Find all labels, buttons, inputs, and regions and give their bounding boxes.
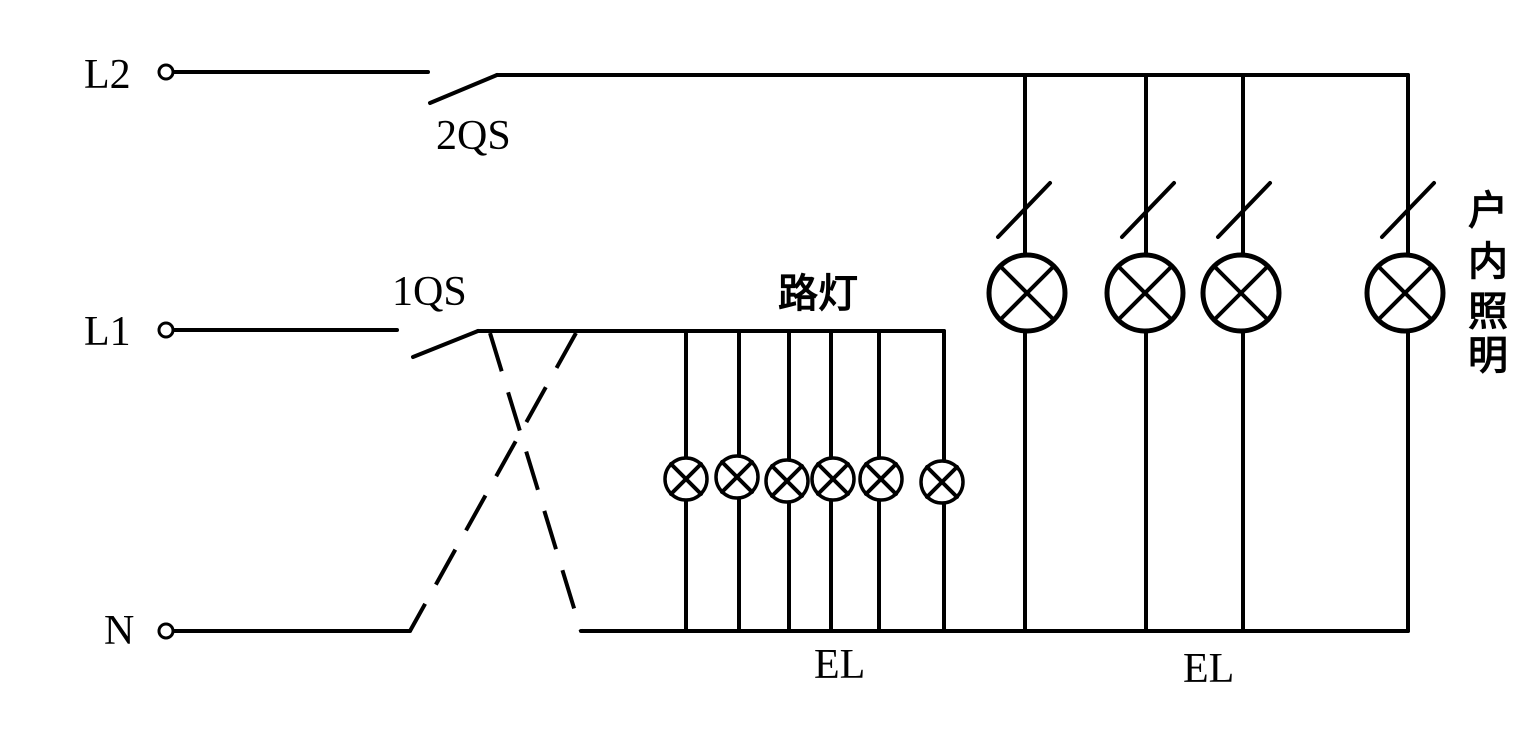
indoor-switch	[1380, 181, 1436, 239]
street-lamp-el-label: EL	[814, 642, 865, 688]
terminal-l1-label: L1	[84, 309, 131, 355]
street-lights-label: 路灯	[778, 271, 858, 317]
indoor-lighting-char-1: 户	[1468, 188, 1508, 234]
switch-1qs-blade	[411, 329, 480, 359]
street-light-branch	[919, 329, 965, 633]
street-light-branch	[810, 329, 856, 633]
indoor-light-branch	[1104, 73, 1186, 633]
linkage-dashed-1	[488, 332, 583, 632]
switch-2qs-label: 2QS	[436, 113, 511, 159]
street-light-branch	[714, 329, 760, 633]
switch-1qs-label: 1QS	[392, 269, 467, 315]
terminal-l2-label: L2	[84, 52, 131, 98]
terminal-n	[157, 622, 175, 640]
indoor-lighting-char-4: 明	[1468, 333, 1508, 379]
terminal-l2	[157, 63, 175, 81]
street-light-branch	[858, 329, 904, 633]
indoor-lighting-char-2: 内	[1468, 239, 1508, 285]
indoor-light-branch	[1364, 73, 1446, 633]
indoor-switch	[996, 181, 1052, 239]
terminal-l1	[157, 321, 175, 339]
indoor-light-branch	[986, 73, 1068, 633]
indoor-lamp-el-label: EL	[1183, 646, 1234, 692]
street-light-branch	[764, 329, 810, 633]
indoor-switch	[1120, 181, 1176, 239]
terminal-n-label: N	[104, 608, 134, 654]
street-light-branch	[663, 329, 709, 633]
indoor-light-branch	[1200, 73, 1282, 633]
indoor-lighting-char-3: 照	[1468, 289, 1508, 335]
switch-2qs-blade	[428, 73, 499, 105]
linkage-dashed-2	[408, 332, 578, 632]
indoor-switch	[1216, 181, 1272, 239]
